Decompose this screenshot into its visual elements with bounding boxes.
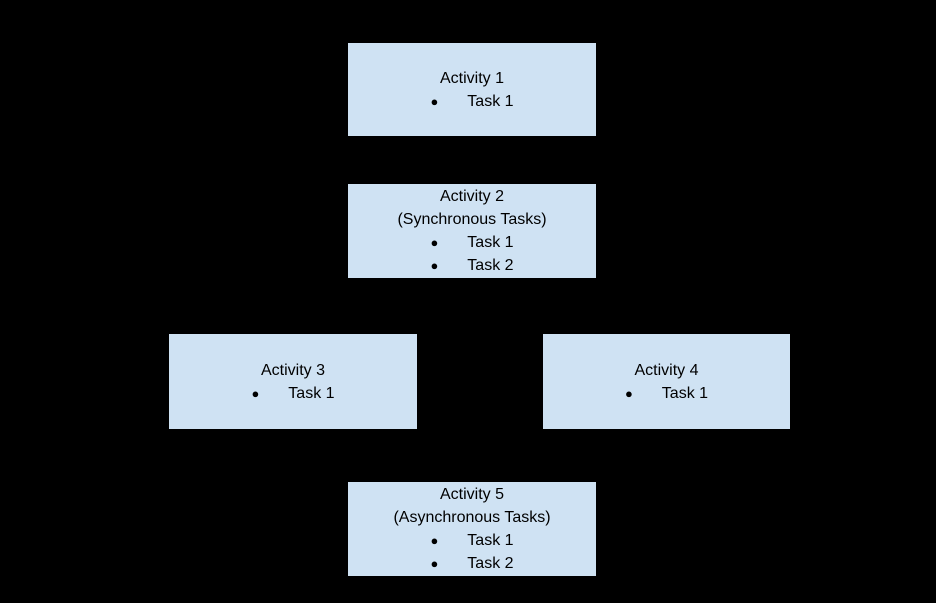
activity-2-box: Activity 2 (Synchronous Tasks) ● Task 1 … bbox=[347, 183, 597, 279]
task-label: Task 1 bbox=[288, 384, 335, 402]
activity-1-box: Activity 1 ● Task 1 bbox=[347, 42, 597, 137]
bullet-icon: ● bbox=[430, 533, 439, 548]
bullet-icon: ● bbox=[251, 385, 260, 401]
activity-1-title: Activity 1 bbox=[439, 69, 504, 87]
activity-2-task-2: ● Task 2 bbox=[430, 254, 513, 277]
task-label: Task 2 bbox=[467, 257, 514, 274]
activity-5-subtitle: (Asynchronous Tasks) bbox=[393, 509, 551, 526]
activity-3-box: Activity 3 ● Task 1 bbox=[168, 333, 418, 430]
activity-2-task-1: ● Task 1 bbox=[430, 231, 513, 254]
activity-1-task-1: ● Task 1 bbox=[430, 90, 513, 113]
activity-5-title: Activity 5 bbox=[439, 486, 504, 503]
activity-5-box: Activity 5 (Asynchronous Tasks) ● Task 1… bbox=[347, 481, 597, 577]
bullet-icon: ● bbox=[430, 93, 439, 109]
task-label: Task 1 bbox=[467, 532, 514, 549]
task-label: Task 1 bbox=[467, 234, 514, 251]
activity-2-title: Activity 2 bbox=[439, 188, 504, 205]
task-label: Task 1 bbox=[661, 384, 709, 402]
activity-4-title: Activity 4 bbox=[634, 361, 699, 379]
activity-4-box: Activity 4 ● Task 1 bbox=[542, 333, 791, 430]
bullet-icon: ● bbox=[430, 235, 439, 250]
activity-3-task-1: ● Task 1 bbox=[251, 382, 334, 405]
activity-5-task-2: ● Task 2 bbox=[430, 552, 513, 575]
task-label: Task 2 bbox=[467, 555, 514, 572]
bullet-icon: ● bbox=[430, 556, 439, 571]
activity-4-task-1: ● Task 1 bbox=[625, 382, 708, 405]
activity-2-subtitle: (Synchronous Tasks) bbox=[397, 211, 547, 228]
activity-3-title: Activity 3 bbox=[260, 361, 325, 379]
task-label: Task 1 bbox=[467, 92, 514, 110]
bullet-icon: ● bbox=[624, 385, 633, 401]
bullet-icon: ● bbox=[430, 258, 439, 273]
activity-5-task-1: ● Task 1 bbox=[430, 529, 513, 552]
